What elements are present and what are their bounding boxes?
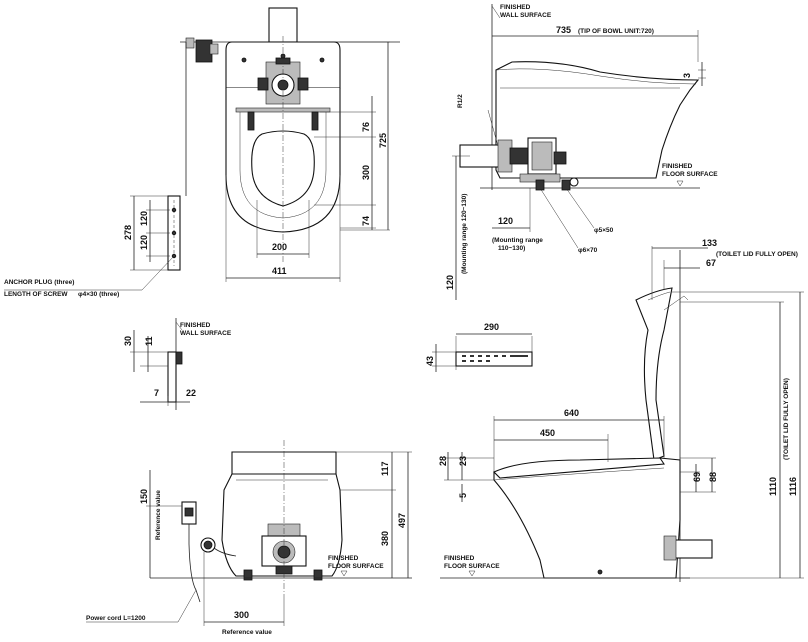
label-mounting-range-h-2: 110~130) bbox=[498, 245, 525, 252]
dim-67: 67 bbox=[706, 258, 716, 268]
label-mounting-range-h-1: (Mounting range bbox=[492, 237, 543, 244]
dim-200: 200 bbox=[272, 242, 287, 252]
dim-front-300: 300 bbox=[234, 610, 249, 620]
dim-380: 380 bbox=[380, 531, 390, 546]
remote-front-detail: 290 43 bbox=[425, 322, 533, 372]
dim-22: 22 bbox=[186, 388, 196, 398]
dim-735: 735 bbox=[556, 25, 571, 35]
dim-150: 150 bbox=[139, 489, 149, 504]
label-power-cord: Power cord L=1200 bbox=[86, 615, 146, 622]
dim-74: 74 bbox=[361, 216, 371, 226]
label-finished-wall-1: FINISHED bbox=[500, 4, 531, 11]
dim-76: 76 bbox=[361, 122, 371, 132]
dim-725: 725 bbox=[378, 133, 388, 148]
label-side-finished-floor-2: FLOOR SURFACE bbox=[444, 563, 500, 570]
label-finished-wall-2: WALL SURFACE bbox=[500, 12, 552, 19]
dim-7: 7 bbox=[154, 388, 159, 398]
side-view: FINISHED FLOOR SURFACE 133 (TOILET LID F… bbox=[438, 238, 804, 582]
dim-28: 28 bbox=[438, 456, 448, 466]
label-screw-size: φ4×30 (three) bbox=[78, 291, 119, 298]
label-front-finished-floor-1: FINISHED bbox=[328, 555, 359, 562]
label-anchor-plug: ANCHOR PLUG (three) bbox=[4, 279, 74, 286]
label-reference-value-v: Reference value bbox=[155, 490, 162, 540]
remote-controller bbox=[455, 351, 533, 367]
label-tip-of-bowl: (TIP OF BOWL UNIT:720) bbox=[578, 28, 654, 35]
dim-23: 23 bbox=[458, 456, 468, 466]
dim-120-v: 120 bbox=[445, 275, 455, 290]
label-toilet-lid-open-v: (TOILET LID FULLY OPEN) bbox=[783, 378, 790, 460]
dim-450: 450 bbox=[540, 428, 555, 438]
label-length-of-screw: LENGTH OF SCREW bbox=[4, 291, 68, 298]
dim-5: 5 bbox=[458, 493, 468, 498]
dim-88: 88 bbox=[708, 472, 718, 482]
side-seat bbox=[493, 457, 665, 479]
label-finished-floor-2: FLOOR SURFACE bbox=[662, 171, 718, 178]
dim-120a: 120 bbox=[139, 211, 149, 226]
side-valve-unit bbox=[509, 137, 567, 183]
label-finished-floor-1: FINISHED bbox=[662, 163, 693, 170]
top-plan-view: 725 76 300 74 200 411 278 bbox=[4, 7, 400, 298]
label-remote-finished-wall-2: WALL SURFACE bbox=[180, 330, 232, 337]
dim-640: 640 bbox=[564, 408, 579, 418]
label-phi5x50: φ5×50 bbox=[594, 227, 614, 234]
dim-497: 497 bbox=[397, 513, 407, 528]
dim-120-h: 120 bbox=[498, 216, 513, 226]
dim-1110: 1110 bbox=[768, 477, 778, 496]
label-remote-finished-wall-1: FINISHED bbox=[180, 322, 211, 329]
label-toilet-lid-open-h: (TOILET LID FULLY OPEN) bbox=[716, 251, 798, 258]
front-outlet bbox=[181, 501, 237, 557]
top-side-view: FINISHED WALL SURFACE 735 (TIP OF BOWL U… bbox=[445, 4, 718, 300]
dim-43: 43 bbox=[425, 356, 435, 366]
label-side-finished-floor-1: FINISHED bbox=[444, 555, 475, 562]
remote-side-detail: FINISHED WALL SURFACE 30 11 7 22 bbox=[123, 318, 232, 410]
dim-120b: 120 bbox=[139, 235, 149, 250]
dim-300: 300 bbox=[361, 165, 371, 180]
remote-wall-plate bbox=[167, 351, 177, 403]
dim-11: 11 bbox=[144, 336, 154, 346]
dim-1116: 1116 bbox=[788, 477, 798, 496]
label-front-finished-floor-2: FLOOR SURFACE bbox=[328, 563, 384, 570]
power-cord bbox=[188, 543, 201, 603]
dim-30: 30 bbox=[123, 336, 133, 346]
front-view: FINISHED FLOOR SURFACE 117 380 497 150 R… bbox=[86, 440, 412, 636]
label-r12: R1/2 bbox=[457, 94, 464, 108]
label-mounting-range-v: (Mounting range 120~130) bbox=[461, 194, 468, 274]
side-open-lid bbox=[635, 287, 673, 461]
dim-69: 69 bbox=[692, 472, 702, 482]
dim-278: 278 bbox=[123, 225, 133, 240]
dim-3: 3 bbox=[682, 73, 692, 78]
label-reference-value-h: Reference value bbox=[222, 629, 272, 636]
dim-411: 411 bbox=[272, 266, 287, 276]
dim-117: 117 bbox=[380, 461, 390, 476]
label-phi6x70: φ6×70 bbox=[578, 247, 598, 254]
dim-290: 290 bbox=[484, 322, 499, 332]
dim-133: 133 bbox=[702, 238, 717, 248]
